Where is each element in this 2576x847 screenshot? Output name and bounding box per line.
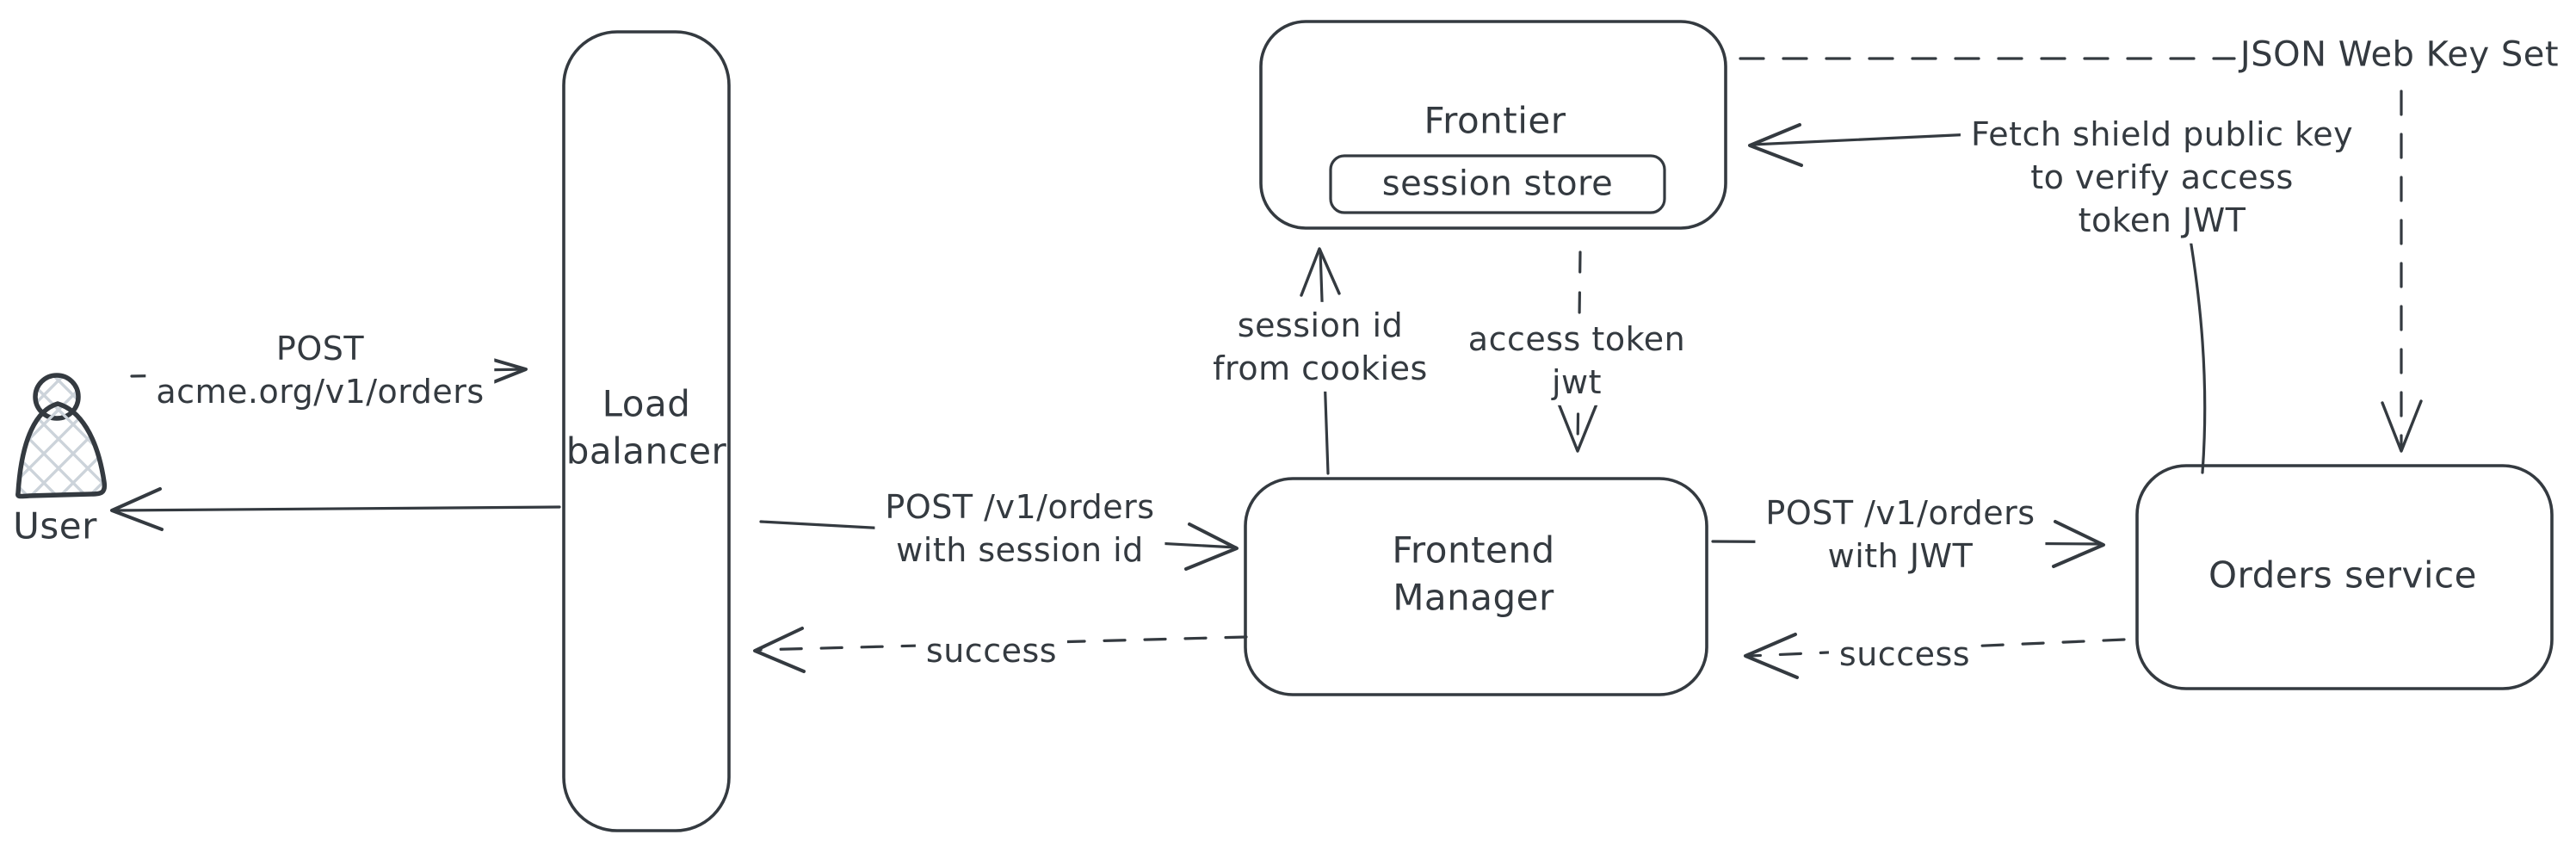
edge-label-access-token-line2: jwt: [1551, 363, 1603, 401]
edge-label-fetch-key-line1: Fetch shield public key: [1970, 114, 2354, 153]
orders-service-box: [2135, 464, 2554, 690]
edge-label-fetch-key: Fetch shield public key to verify access…: [1960, 110, 2364, 244]
edge-label-fetch-key-line2: to verify access: [2030, 158, 2294, 196]
session-store-label: session store: [1381, 164, 1614, 204]
edge-label-user-post: POST acme.org/v1/orders: [145, 325, 495, 416]
edge-label-access-token: access token jwt: [1457, 315, 1696, 406]
load-balancer-box: [562, 30, 731, 832]
edge-label-session-id-line2: from cookies: [1213, 349, 1428, 387]
frontend-manager-box: [1244, 477, 1708, 696]
edge-label-user-post-line1: POST: [275, 329, 365, 368]
edge-label-session-id: session id from cookies: [1202, 301, 1438, 393]
edge-label-fm-to-orders-line1: POST /v1/orders: [1765, 493, 2035, 532]
load-balancer-label: Load balancer: [556, 379, 738, 478]
arrow-orders-success: [1744, 633, 2126, 679]
orders-service-label: Orders service: [2208, 553, 2478, 597]
session-store-box: [1329, 154, 1666, 214]
edge-label-lb-to-fm-line2: with session id: [896, 531, 1144, 569]
edge-label-fm-to-orders: POST /v1/orders with JWT: [1755, 489, 2046, 580]
arrow-jwks-down: [2381, 90, 2423, 453]
frontend-manager-label-line2: Manager: [1393, 577, 1554, 619]
edge-label-lb-to-fm: POST /v1/orders with session id: [874, 483, 1165, 574]
load-balancer-label-line1: Load: [602, 382, 691, 425]
edge-label-lb-to-fm-line1: POST /v1/orders: [885, 487, 1155, 526]
frontier-title: Frontier: [1424, 99, 1566, 142]
edge-label-user-post-line2: acme.org/v1/orders: [156, 373, 485, 411]
arrow-lb-return: [110, 487, 561, 531]
user-label: User: [13, 504, 97, 547]
load-balancer-label-line2: balancer: [565, 430, 727, 473]
edge-label-orders-success: success: [1828, 630, 1981, 678]
frontend-manager-label: Frontend Manager: [1381, 525, 1565, 624]
edge-label-access-token-line1: access token: [1467, 319, 1686, 358]
edge-label-session-id-line1: session id: [1237, 306, 1404, 344]
edge-label-fetch-key-line3: token JWT: [2078, 201, 2246, 240]
edge-label-fm-to-orders-line2: with JWT: [1827, 537, 1974, 575]
edge-label-fm-success: success: [915, 627, 1068, 675]
jwks-label: JSON Web Key Set: [2239, 34, 2560, 75]
user-icon: [15, 373, 108, 499]
frontend-manager-label-line1: Frontend: [1392, 529, 1555, 572]
